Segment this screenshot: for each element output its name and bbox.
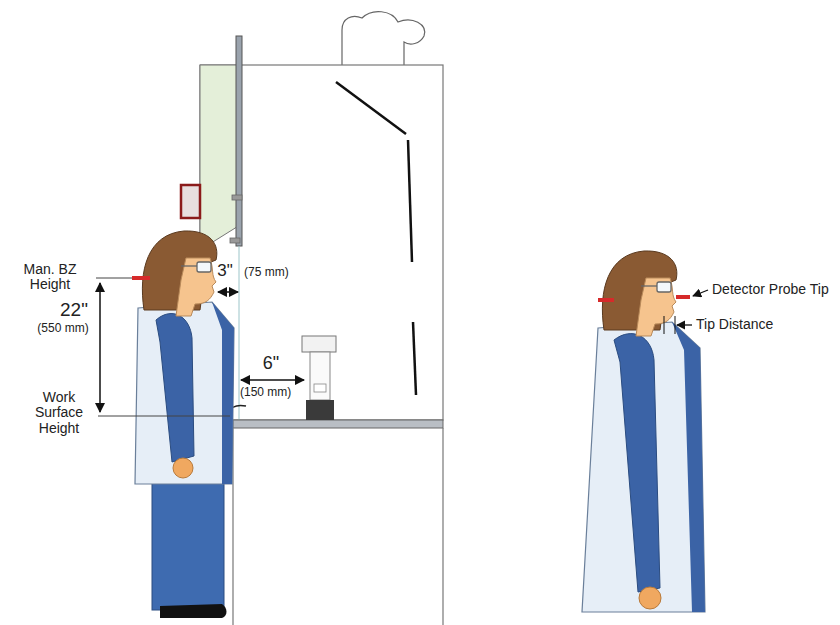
dimension-value: 22"	[52, 300, 96, 321]
shoes	[160, 604, 227, 618]
lab-coat-edge	[212, 302, 234, 484]
lab-coat-edge	[672, 322, 705, 612]
dimension-line	[241, 379, 304, 381]
lab-coat	[582, 322, 705, 612]
hand	[173, 458, 193, 478]
legs	[152, 480, 224, 610]
exhaust-duct	[342, 12, 425, 65]
dimension-value: (150 mm)	[240, 386, 304, 399]
sash-frame	[236, 36, 242, 246]
leader-line	[96, 278, 132, 279]
dimension-value: (550 mm)	[30, 322, 96, 335]
extension-line	[675, 316, 676, 334]
dimension-value: 3"	[214, 262, 236, 281]
dimension-label: Work Surface Height	[24, 390, 94, 436]
dimensions	[96, 278, 708, 416]
hand	[639, 587, 661, 609]
dimension-value: 6"	[258, 354, 284, 374]
baffle	[336, 82, 406, 134]
sash-handle	[232, 195, 242, 200]
dimension-value: (75 mm)	[244, 266, 308, 279]
dimension-line	[99, 283, 101, 412]
extension-line	[664, 316, 665, 334]
sash-plane	[239, 246, 240, 420]
probe-tip	[676, 295, 690, 299]
base-cabinet	[442, 428, 443, 625]
apparatus	[302, 336, 336, 352]
head	[142, 231, 216, 316]
worker-figure	[132, 231, 234, 618]
work-surface	[233, 420, 443, 428]
leader-line	[677, 324, 692, 325]
apparatus-base	[306, 400, 334, 420]
probe	[132, 276, 150, 280]
callout-label: Detector Probe Tip	[712, 282, 836, 297]
worker-figure	[582, 251, 705, 612]
sash-handle	[230, 238, 240, 243]
baffle	[408, 140, 412, 262]
leader-line	[98, 416, 230, 417]
apparatus	[310, 352, 330, 400]
arm	[156, 314, 194, 462]
sash-panel	[200, 65, 240, 250]
leader-line	[693, 290, 708, 296]
callout-label: Tip Distance	[696, 317, 806, 332]
probe	[598, 298, 614, 302]
lab-coat	[135, 302, 234, 484]
alarm-monitor	[181, 185, 200, 218]
dimension-line	[218, 291, 238, 293]
dimension-label: Man. BZ Height	[8, 262, 92, 293]
head	[602, 251, 676, 336]
arm	[614, 334, 660, 592]
apparatus	[314, 384, 326, 392]
baffle	[413, 322, 416, 395]
